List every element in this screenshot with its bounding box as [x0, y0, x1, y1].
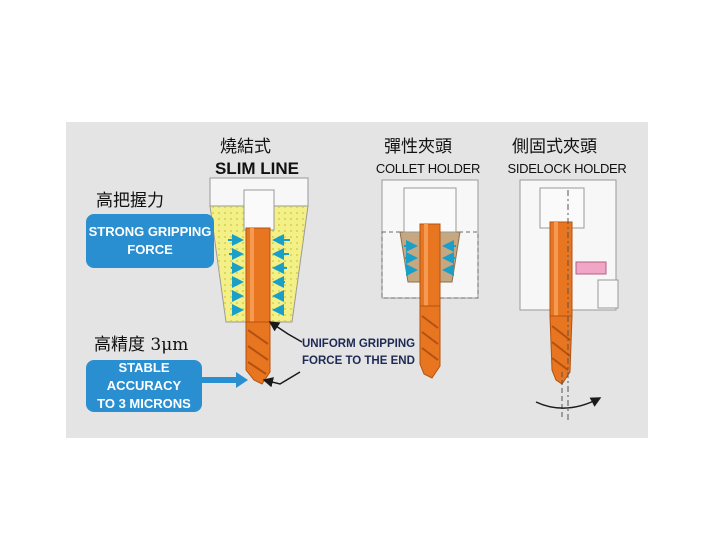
sidelock-holder — [519, 179, 619, 311]
collet-tool — [419, 223, 441, 379]
sidelock-holder-label-en: SIDELOCK HOLDER — [507, 161, 627, 176]
uniform-gripping-line1: UNIFORM GRIPPING — [302, 338, 416, 350]
sidelock-tool — [549, 221, 573, 385]
force-arrow-icon — [404, 240, 456, 276]
uniform-gripping-callout: UNIFORM GRIPPING FORCE TO THE END — [302, 336, 415, 370]
gripping-label-cn: 高把握力 — [96, 191, 164, 211]
pointer-arrow-icon — [268, 321, 303, 343]
accuracy-label-cn: 高精度 3μm — [94, 335, 189, 355]
collet-holder-label-en: COLLET HOLDER — [375, 161, 481, 176]
slim-line-label-cn: 燒結式 — [220, 137, 271, 157]
uniform-gripping-line2: FORCE TO THE END — [302, 355, 415, 367]
stable-accuracy-line1: STABLE ACCURACY — [106, 360, 182, 393]
stable-accuracy-line2: TO 3 MICRONS — [97, 396, 191, 411]
pointer-arrow-icon — [262, 371, 301, 388]
collet-holder-label-cn: 彈性夾頭 — [384, 137, 452, 157]
slim-line-tool — [245, 227, 271, 385]
runout-arc-icon — [535, 397, 602, 409]
strong-gripping-line1: STRONG GRIPPING — [88, 224, 212, 239]
stable-accuracy-callout: STABLE ACCURACY TO 3 MICRONS — [86, 360, 202, 412]
strong-gripping-line2: FORCE — [127, 242, 173, 257]
strong-gripping-callout: STRONG GRIPPING FORCE — [86, 214, 214, 268]
sidelock-holder-label-cn: 側固式夾頭 — [512, 137, 597, 157]
slim-line-label-en: SLIM LINE — [214, 159, 300, 178]
force-arrow-icon — [228, 234, 290, 316]
